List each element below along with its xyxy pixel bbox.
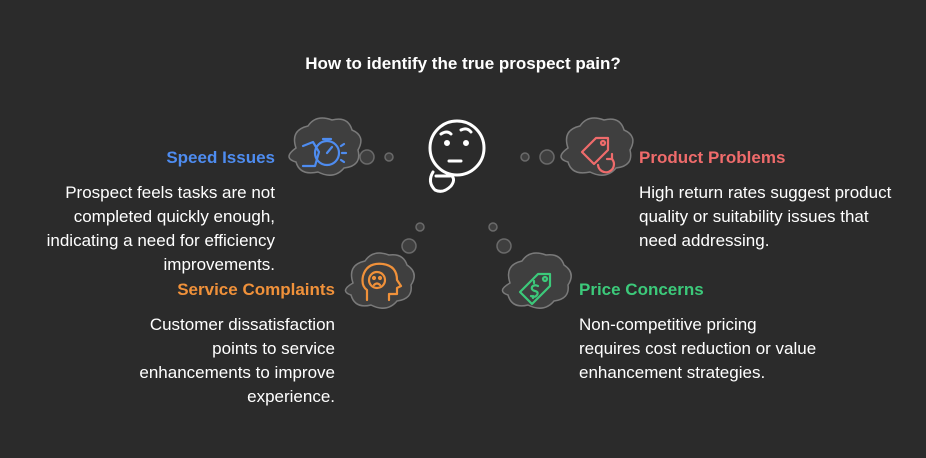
price-cloud <box>501 252 572 309</box>
product-problems-description: High return rates suggest product qualit… <box>639 183 892 250</box>
thinking-face-icon <box>428 119 486 193</box>
price-tag-icon <box>518 272 552 306</box>
speed-issues-heading: Speed Issues <box>166 148 275 167</box>
diagram-title: How to identify the true prospect pain? <box>305 54 621 73</box>
speed-cloud <box>288 117 362 176</box>
return-tag-icon <box>580 136 615 174</box>
thought-dot <box>359 149 375 165</box>
service-complaints-heading: Service Complaints <box>177 280 335 299</box>
thought-dot <box>496 238 512 254</box>
thought-dot <box>384 152 394 162</box>
hand-stopwatch-icon <box>301 137 348 168</box>
product-cloud <box>560 117 634 176</box>
speed-issues-description: Prospect feels tasks are not completed q… <box>46 183 275 274</box>
thought-dot <box>539 149 555 165</box>
price-concerns-description: Non-competitive pricing requires cost re… <box>579 315 817 382</box>
service-complaints-description: Customer dissatisfaction points to servi… <box>139 315 335 406</box>
product-problems-heading: Product Problems <box>639 148 786 167</box>
price-concerns-heading: Price Concerns <box>579 280 704 299</box>
thought-dot <box>415 222 425 232</box>
service-cloud <box>344 252 415 309</box>
thought-dot <box>488 222 498 232</box>
unhappy-head-icon <box>361 262 403 302</box>
thought-dot <box>401 238 417 254</box>
thought-dot <box>520 152 530 162</box>
